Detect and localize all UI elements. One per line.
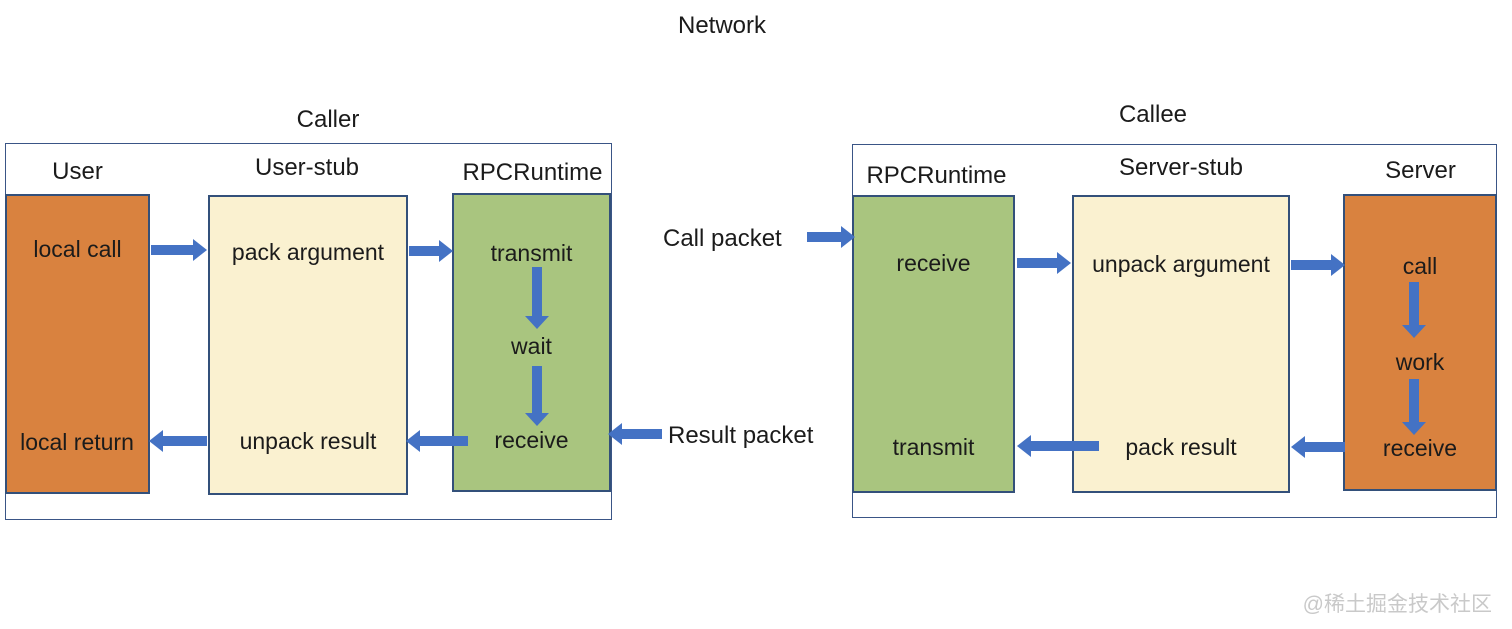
callee-group-label: Callee	[1118, 101, 1188, 128]
arrow-receive-to-unpack-argument-icon	[1017, 252, 1071, 274]
call-packet-label: Call packet	[663, 225, 782, 252]
callee-server-header: Server	[1385, 157, 1456, 184]
step-transmit-callee-rpc: transmit	[892, 434, 975, 460]
arrow-call-packet-icon	[807, 226, 855, 248]
arrow-transmit-to-wait-icon	[524, 267, 549, 329]
result-packet-label: Result packet	[668, 422, 814, 449]
step-receive-server: receive	[1382, 435, 1458, 461]
caller-user-stub-header: User-stub	[254, 154, 360, 181]
step-local-return: local return	[20, 429, 134, 455]
callee-server-box	[1343, 194, 1497, 491]
caller-user-box	[5, 194, 150, 494]
step-local-call: local call	[33, 236, 122, 262]
step-receive-callee-rpc: receive	[896, 250, 971, 276]
arrow-result-packet-icon	[608, 422, 662, 445]
arrow-receive-to-pack-result-icon	[1291, 436, 1345, 458]
arrow-pack-argument-to-transmit-icon	[409, 240, 453, 262]
caller-rpcruntime-box	[452, 193, 611, 492]
arrow-receive-to-unpack-result-icon	[406, 430, 468, 452]
step-unpack-argument: unpack argument	[1092, 251, 1270, 277]
arrow-unpack-argument-to-call-icon	[1291, 254, 1345, 276]
arrow-pack-result-to-transmit-icon	[1017, 435, 1099, 457]
caller-group-label: Caller	[296, 106, 360, 133]
caller-rpcruntime-header: RPCRuntime	[462, 159, 603, 186]
step-call: call	[1402, 253, 1438, 279]
arrow-wait-to-receive-icon	[524, 366, 549, 426]
caller-user-header: User	[52, 158, 103, 185]
step-unpack-result: unpack result	[239, 428, 377, 454]
watermark: @稀土掘金技术社区	[1302, 593, 1492, 616]
step-work: work	[1395, 349, 1445, 375]
callee-rpcruntime-header: RPCRuntime	[866, 162, 1007, 189]
step-receive-caller: receive	[494, 427, 569, 453]
step-wait: wait	[511, 333, 552, 359]
arrow-local-call-to-pack-argument-icon	[151, 239, 207, 261]
caller-user-stub-box	[208, 195, 408, 495]
arrow-work-to-receive-icon	[1401, 379, 1426, 435]
step-pack-argument: pack argument	[231, 239, 385, 265]
arrow-call-to-work-icon	[1401, 282, 1426, 338]
step-pack-result: pack result	[1125, 434, 1237, 460]
network-title: Network	[677, 12, 767, 39]
callee-rpcruntime-box	[852, 195, 1015, 493]
callee-server-stub-header: Server-stub	[1118, 154, 1244, 181]
arrow-unpack-result-to-local-return-icon	[149, 430, 207, 452]
callee-server-stub-box	[1072, 195, 1290, 493]
step-transmit-caller: transmit	[490, 240, 573, 266]
